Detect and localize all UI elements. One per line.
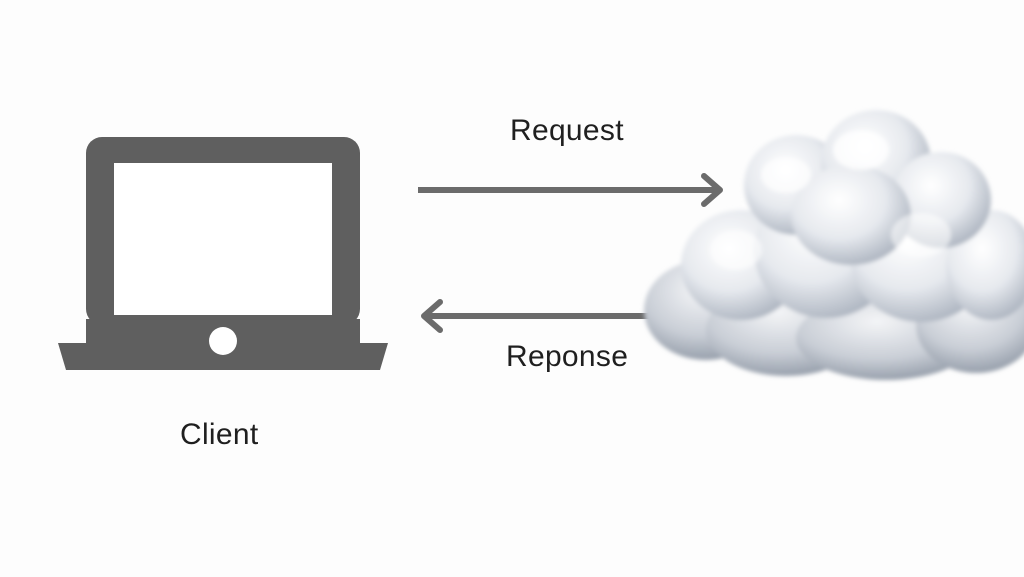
- client-label: Client: [180, 418, 259, 451]
- cloud-icon: [644, 110, 1024, 380]
- laptop-camera-dot: [209, 327, 237, 355]
- laptop-icon: [58, 137, 388, 370]
- response-label: Reponse: [506, 340, 629, 373]
- request-label: Request: [510, 114, 624, 147]
- request-arrow: [418, 173, 723, 207]
